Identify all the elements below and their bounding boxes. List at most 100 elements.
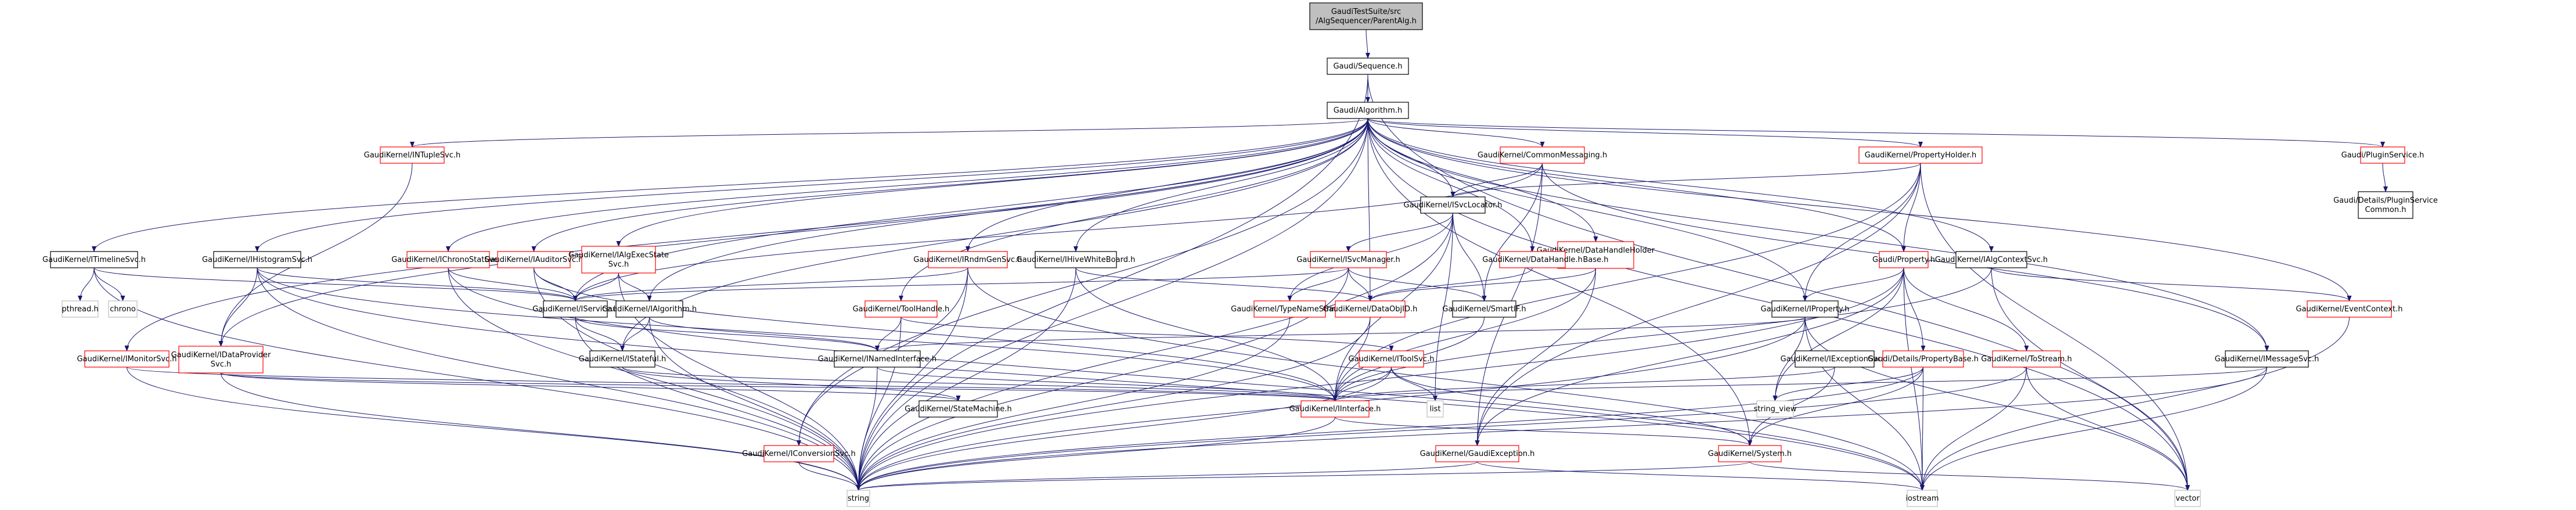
edge-svcmgr-to-smartif xyxy=(1348,267,1487,301)
node-timeline[interactable]: GaudiKernel/ITimelineSvc.h xyxy=(42,251,146,268)
node-propbase[interactable]: Gaudi/Details/PropertyBase.h xyxy=(1868,350,1979,368)
edge-histo-to-iostream xyxy=(257,267,1925,491)
node-itoolsvc[interactable]: GaudiKernel/IToolSvc.h xyxy=(1349,350,1435,368)
edge-common-to-smartif xyxy=(1482,163,1543,301)
node-property[interactable]: Gaudi/Property.h xyxy=(1872,251,1935,268)
node-box xyxy=(213,251,301,268)
node-eventctx[interactable]: GaudiKernel/EventContext.h xyxy=(2296,300,2403,318)
node-label: GaudiKernel/INamedInterface.h xyxy=(818,355,936,364)
node-propholder[interactable]: GaudiKernel/PropertyHolder.h xyxy=(1858,146,1983,164)
node-label: GaudiKernel/IToolSvc.h xyxy=(1349,355,1435,364)
edge-ialgorithm-to-istateful xyxy=(620,317,650,351)
edge-istateful-to-iinterface xyxy=(622,367,1338,401)
edge-timeline-to-iservice xyxy=(93,267,578,301)
edge-iproperty-to-vector xyxy=(1804,317,2190,491)
edge-typename-to-string xyxy=(856,317,1290,491)
node-svcloc[interactable]: GaudiKernel/ISvcLocator.h xyxy=(1404,196,1503,214)
node-hive[interactable]: GaudiKernel/IHiveWhiteBoard.h xyxy=(1017,251,1136,268)
node-label: GaudiKernel/IMonitorSvc.h xyxy=(77,355,176,364)
node-dataobjid[interactable]: GaudiKernel/DataObjID.h xyxy=(1323,300,1418,318)
edge-alg-to-algexec xyxy=(616,118,1368,247)
node-label: GaudiKernel/IAlgorithm.h xyxy=(602,305,697,314)
edge-chrono-to-iservice xyxy=(448,267,578,301)
edge-alg-to-common xyxy=(1367,118,1545,148)
node-label: GaudiKernel/EventContext.h xyxy=(2296,305,2403,314)
node-iservice[interactable]: GaudiKernel/IService.h xyxy=(532,300,618,318)
node-algctx[interactable]: GaudiKernel/IAlgContextSvc.h xyxy=(1935,251,2048,268)
node-box xyxy=(763,445,834,462)
node-label: GaudiKernel/ToolHandle.h xyxy=(853,305,950,314)
edge-property-to-tostream xyxy=(1903,267,2029,351)
node-box xyxy=(1035,251,1117,268)
edge-system-to-string xyxy=(856,461,1750,491)
edge-svcloc-to-list xyxy=(1433,213,1453,401)
node-box xyxy=(1499,251,1566,268)
node-statemachine[interactable]: GaudiKernel/StateMachine.h xyxy=(905,400,1012,418)
edge-alg-to-imessage xyxy=(1367,118,2269,351)
edge-rndm-to-string xyxy=(856,267,968,491)
node-tostream[interactable]: GaudiKernel/ToStream.h xyxy=(1981,350,2072,368)
node-chrono[interactable]: GaudiKernel/IChronoStatSvc.h xyxy=(391,251,505,268)
node-label: GaudiKernel/INTupleSvc.h xyxy=(364,151,460,160)
edge-iinterface-to-string xyxy=(856,416,1335,491)
node-box xyxy=(1882,350,1964,368)
edge-iservice-to-named xyxy=(575,317,880,351)
node-iostream: iostream xyxy=(1905,490,1939,507)
node-seq[interactable]: Gaudi/Sequence.h xyxy=(1327,58,1409,75)
node-iexcept[interactable]: GaudiKernel/IExceptionSvc.h xyxy=(1781,350,1889,368)
node-istateful[interactable]: GaudiKernel/IStateful.h xyxy=(579,350,666,368)
node-ialgorithm[interactable]: GaudiKernel/IAlgorithm.h xyxy=(602,300,697,318)
node-auditor[interactable]: GaudiKernel/IAuditorSvc.h xyxy=(484,251,583,268)
edge-histo-to-dataprov xyxy=(218,267,258,347)
node-label: GaudiKernel/DataObjID.h xyxy=(1323,305,1418,314)
edge-alg-to-iproperty xyxy=(1367,118,1807,301)
node-typename[interactable]: GaudiKernel/TypeNameString.h xyxy=(1231,300,1349,318)
node-histo[interactable]: GaudiKernel/IHistogramSvc.h xyxy=(202,251,312,268)
node-svcmgr[interactable]: GaudiKernel/ISvcManager.h xyxy=(1296,251,1400,268)
edge-iexcept-to-iinterface xyxy=(1332,367,1835,401)
node-smartif[interactable]: GaudiKernel/SmartIF.h xyxy=(1442,300,1526,318)
node-label: GaudiKernel/DataHandle.h xyxy=(1482,256,1583,264)
edge-alg-to-plugin xyxy=(1367,118,2385,148)
node-label: vector xyxy=(2175,494,2200,503)
node-datahandle[interactable]: GaudiKernel/DataHandle.h xyxy=(1482,251,1583,268)
node-box xyxy=(1718,445,1782,462)
edge-iservice-to-string xyxy=(575,317,861,491)
edge-imessage-to-string xyxy=(856,367,2267,491)
node-system[interactable]: GaudiKernel/System.h xyxy=(1708,445,1792,462)
edge-dataprov-to-statemachine xyxy=(221,372,961,401)
node-box xyxy=(406,251,490,268)
node-label: GaudiKernel/SmartIF.h xyxy=(1442,305,1526,314)
node-iinterface[interactable]: GaudiKernel/IInterface.h xyxy=(1289,400,1381,418)
node-ntuple[interactable]: GaudiKernel/INTupleSvc.h xyxy=(364,146,460,164)
node-named[interactable]: GaudiKernel/INamedInterface.h xyxy=(818,350,936,368)
node-iproperty[interactable]: GaudiKernel/IProperty.h xyxy=(1761,300,1850,318)
edge-dataobjid-to-iinterface xyxy=(1332,317,1371,401)
node-label: GaudiKernel/IStateful.h xyxy=(579,355,666,364)
node-box xyxy=(1557,241,1634,269)
node-rndm[interactable]: GaudiKernel/IRndmGenSvc.h xyxy=(913,251,1022,268)
node-box xyxy=(62,300,99,318)
node-common[interactable]: GaudiKernel/CommonMessaging.h xyxy=(1478,146,1607,164)
node-exception[interactable]: GaudiKernel/GaudiException.h xyxy=(1420,445,1535,462)
edge-monitor-to-string xyxy=(127,367,861,491)
node-label: GaudiKernel/IDataProvider xyxy=(171,351,271,360)
edge-alg-to-dataobjid xyxy=(1367,118,1372,301)
node-imessage[interactable]: GaudiKernel/IMessageSvc.h xyxy=(2215,350,2319,368)
edge-property-to-exception xyxy=(1475,267,1904,446)
node-string: string xyxy=(846,490,870,507)
node-list: list xyxy=(1426,400,1444,418)
node-alg[interactable]: Gaudi/Algorithm.h xyxy=(1327,102,1409,119)
node-monitor[interactable]: GaudiKernel/IMonitorSvc.h xyxy=(77,350,177,368)
edge-svcmgr-to-iservice xyxy=(573,267,1349,301)
node-toolhandle[interactable]: GaudiKernel/ToolHandle.h xyxy=(853,300,950,318)
edge-alg-to-dataprov xyxy=(218,118,1368,347)
node-conversion[interactable]: GaudiKernel/IConversionSvc.h xyxy=(742,445,856,462)
node-plugin[interactable]: Gaudi/PluginService.h xyxy=(2341,146,2424,164)
node-label: Gaudi/Sequence.h xyxy=(1333,62,1402,71)
edge-propholder-to-vector xyxy=(1920,163,2190,491)
